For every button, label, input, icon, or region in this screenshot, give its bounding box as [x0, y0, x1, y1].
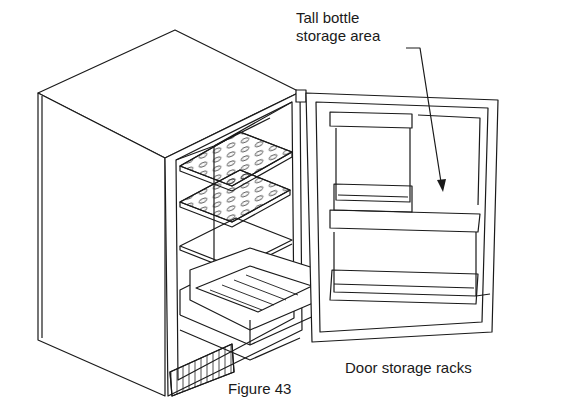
figure-caption: Figure 43: [228, 380, 291, 398]
part-label: Door storage racks: [345, 359, 472, 377]
callout-label: Tall bottle storage area: [296, 9, 404, 45]
